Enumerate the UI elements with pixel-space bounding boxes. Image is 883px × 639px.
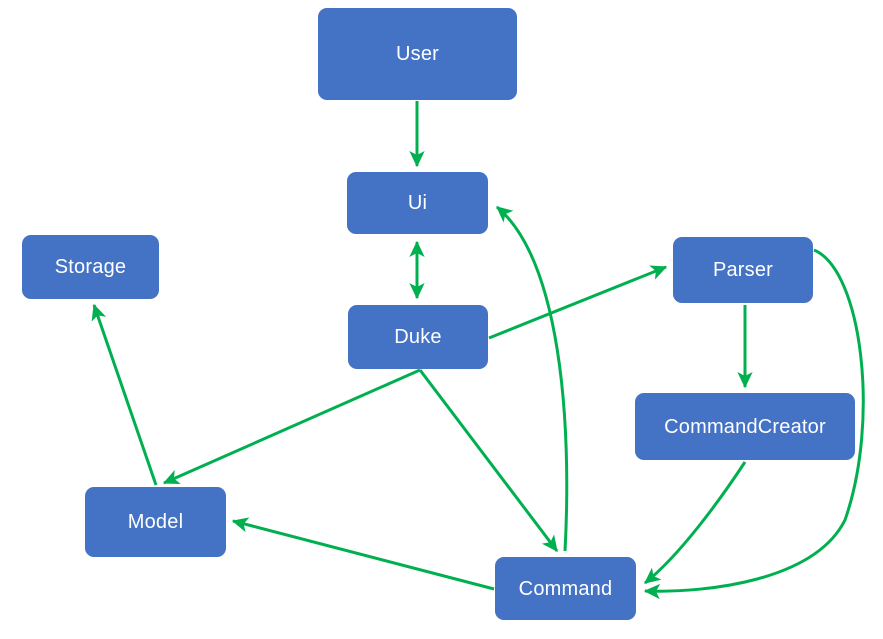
node-model-label: Model bbox=[127, 511, 184, 533]
edge-duke-to-model bbox=[162, 368, 421, 485]
node-commandcreator[interactable]: CommandCreator bbox=[635, 393, 855, 460]
node-ui[interactable]: Ui bbox=[347, 172, 488, 234]
edge-model-to-storage bbox=[91, 303, 158, 486]
node-commandcreator-label: CommandCreator bbox=[664, 415, 826, 438]
node-command[interactable]: Command bbox=[495, 557, 636, 620]
node-duke-label: Duke bbox=[394, 326, 442, 348]
node-ui-label: Ui bbox=[407, 192, 428, 214]
edge-command-to-ui bbox=[496, 205, 569, 552]
node-parser[interactable]: Parser bbox=[673, 237, 813, 303]
node-user[interactable]: User bbox=[318, 8, 517, 100]
node-parser-label: Parser bbox=[712, 259, 774, 281]
edge-duke-to-command bbox=[418, 369, 559, 552]
node-command-label: Command bbox=[518, 577, 613, 600]
edge-command-to-model bbox=[231, 517, 495, 591]
node-user-label: User bbox=[395, 43, 440, 65]
node-model[interactable]: Model bbox=[85, 487, 226, 557]
node-duke[interactable]: Duke bbox=[348, 305, 488, 369]
node-storage[interactable]: Storage bbox=[22, 235, 159, 299]
node-storage-label: Storage bbox=[54, 256, 127, 278]
edge-commandcreator-to-command bbox=[644, 461, 747, 585]
edge-duke-to-parser bbox=[488, 265, 668, 340]
